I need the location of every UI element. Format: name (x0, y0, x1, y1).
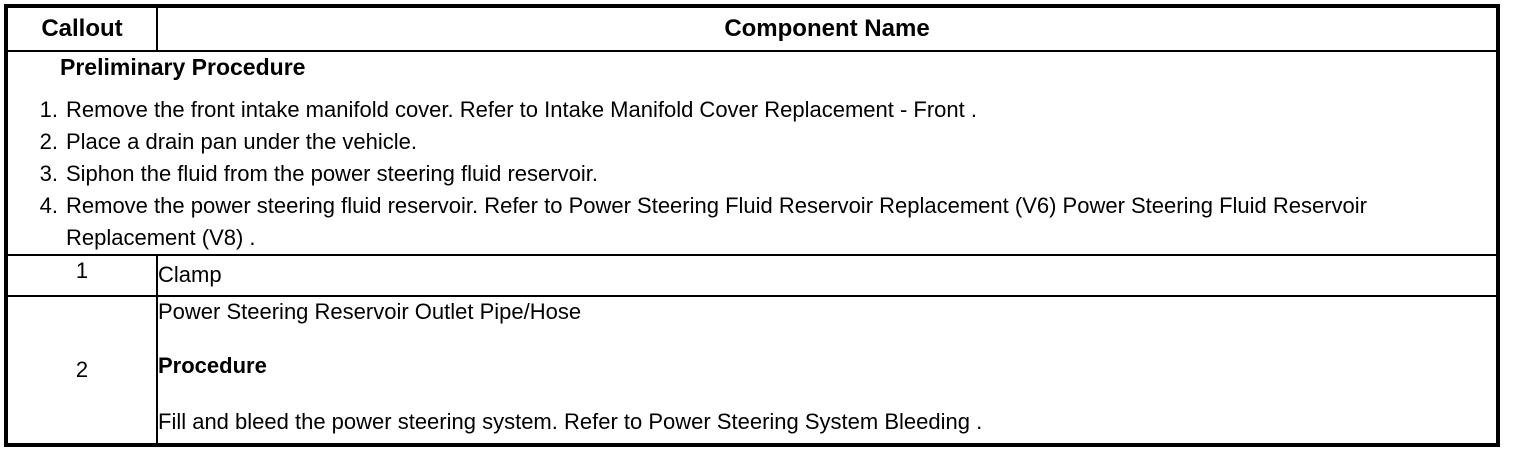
table-row: 2 Power Steering Reservoir Outlet Pipe/H… (5, 295, 1499, 446)
list-item: 2. Place a drain pan under the vehicle. (8, 126, 1496, 158)
component-name-text: Clamp (158, 262, 222, 287)
list-item-text: Remove the front intake manifold cover. … (66, 97, 977, 122)
list-item-text: Remove the power steering fluid reservoi… (66, 193, 1367, 250)
callout-number: 1 (5, 254, 158, 297)
component-table: Callout Component Name Preliminary Proce… (4, 4, 1500, 447)
list-item-number: 4. (39, 193, 58, 218)
component-cell: Power Steering Reservoir Outlet Pipe/Hos… (156, 295, 1499, 446)
table-body: Preliminary Procedure 1. Remove the fron… (5, 50, 1499, 446)
column-header-component-name: Component Name (156, 5, 1499, 52)
procedure-title: Procedure (158, 353, 267, 378)
table-header: Callout Component Name (5, 5, 1499, 52)
list-item: 4. Remove the power steering fluid reser… (8, 190, 1496, 254)
component-cell: Clamp (156, 254, 1499, 297)
column-header-callout: Callout (5, 5, 158, 52)
list-item: 3. Siphon the fluid from the power steer… (8, 158, 1496, 190)
table-row: 1 Clamp (5, 254, 1499, 297)
list-item-number: 1. (39, 97, 58, 122)
component-name-text: Power Steering Reservoir Outlet Pipe/Hos… (158, 299, 582, 324)
list-item-text: Place a drain pan under the vehicle. (66, 129, 418, 154)
preliminary-procedure-cell: Preliminary Procedure 1. Remove the fron… (5, 50, 1499, 256)
list-item: 1. Remove the front intake manifold cove… (8, 94, 1496, 126)
table-row-preliminary: Preliminary Procedure 1. Remove the fron… (5, 50, 1499, 256)
preliminary-procedure-list: 1. Remove the front intake manifold cove… (8, 94, 1496, 254)
list-item-number: 2. (39, 129, 58, 154)
list-item-text: Siphon the fluid from the power steering… (66, 161, 598, 186)
procedure-text: Fill and bleed the power steering system… (158, 409, 983, 434)
list-item-number: 3. (39, 161, 58, 186)
preliminary-procedure-title: Preliminary Procedure (60, 54, 306, 80)
table-header-row: Callout Component Name (5, 5, 1499, 52)
callout-number: 2 (5, 295, 158, 446)
